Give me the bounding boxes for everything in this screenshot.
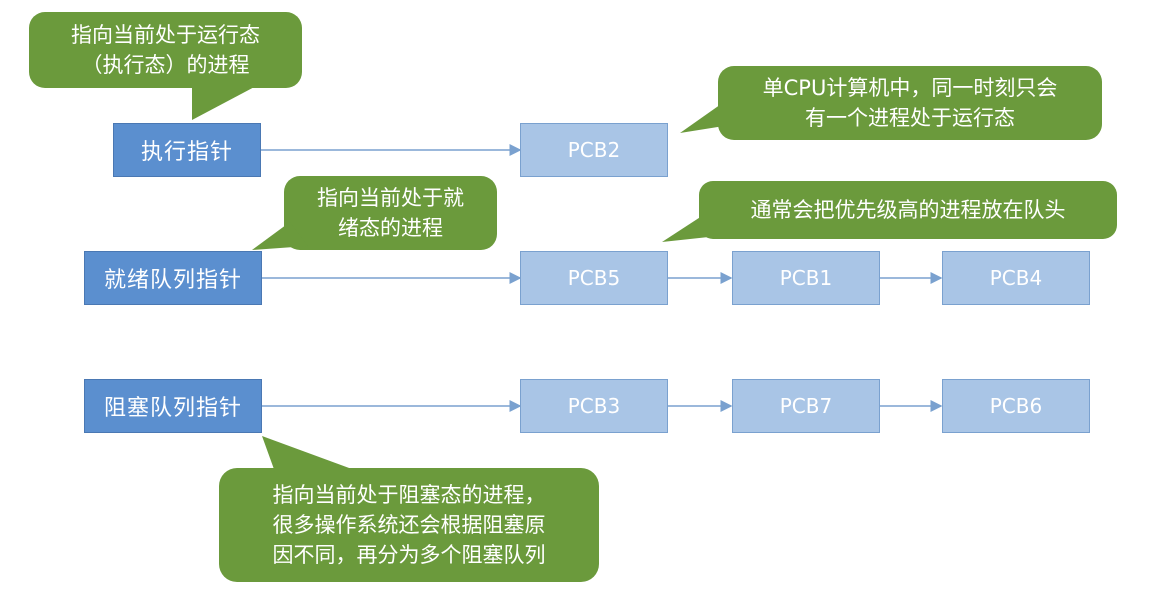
callout-ready-pointer-line-1: 指向当前处于就 [317,186,464,210]
callout-priority: 通常会把优先级高的进程放在队头 [699,181,1117,239]
pcb-ready-3: PCB4 [942,251,1090,305]
callout-blocked-pointer-tail [262,436,360,472]
callout-priority-tail [662,214,718,242]
callout-blocked-pointer-line-1: 指向当前处于阻塞态的进程， [272,483,546,507]
callout-blocked-pointer-line-3: 因不同，再分为多个阻塞队列 [272,543,546,567]
pcb-blocked-2: PCB7 [732,379,880,433]
callout-blocked-pointer-bubble [219,468,599,582]
pcb-ready-1: PCB5 [520,251,668,305]
callout-ready-pointer-line-2: 绪态的进程 [338,216,443,240]
callout-blocked-pointer-line-2: 很多操作系统还会根据阻塞原 [272,513,546,537]
callout-single-cpu-bubble [718,66,1102,140]
callout-ready-pointer: 指向当前处于就 绪态的进程 [284,176,497,250]
callout-running-pointer-tail [192,84,260,120]
callout-blocked-pointer: 指向当前处于阻塞态的进程， 很多操作系统还会根据阻塞原 因不同，再分为多个阻塞队… [219,468,599,582]
callout-ready-pointer-bubble [284,176,497,250]
callout-running-pointer-line-2: （执行态）的进程 [81,53,250,77]
pcb-blocked-1: PCB3 [520,379,668,433]
ready-queue-pointer-box: 就绪队列指针 [84,251,262,305]
callout-running-pointer-bubble [29,12,302,88]
callout-priority-bubble [699,181,1117,239]
callout-priority-line-1: 通常会把优先级高的进程放在队头 [750,198,1066,222]
blocked-queue-pointer-box: 阻塞队列指针 [84,379,262,433]
pcb-running-1: PCB2 [520,123,668,177]
pcb-ready-2: PCB1 [732,251,880,305]
callout-single-cpu-tail [680,102,724,133]
callout-running-pointer: 指向当前处于运行态 （执行态）的进程 [29,12,302,88]
callout-running-pointer-line-1: 指向当前处于运行态 [71,23,260,47]
running-pointer-box: 执行指针 [113,123,261,177]
pcb-blocked-3: PCB6 [942,379,1090,433]
callout-single-cpu: 单CPU计算机中，同一时刻只会 有一个进程处于运行态 [718,66,1102,140]
callout-ready-pointer-tail [252,222,308,250]
callout-single-cpu-line-2: 有一个进程处于运行态 [805,106,1015,130]
callout-single-cpu-line-1: 单CPU计算机中，同一时刻只会 [762,76,1058,100]
